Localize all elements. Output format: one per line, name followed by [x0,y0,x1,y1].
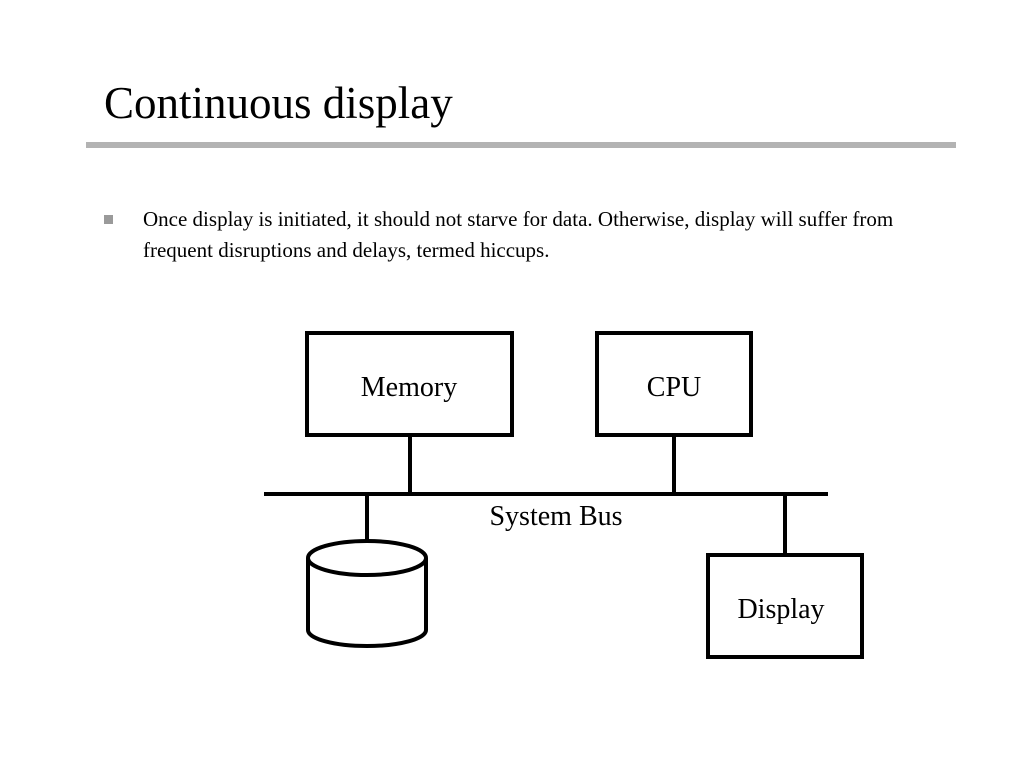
memory-label: Memory [361,372,457,403]
disk-cylinder-icon [306,539,428,648]
system-bus-label: System Bus [489,501,622,532]
display-box [706,553,864,659]
bullet-item: Once display is initiated, it should not… [104,204,964,266]
display-label: Display [737,594,824,625]
slide-title: Continuous display [104,78,453,128]
bullet-text: Once display is initiated, it should not… [143,207,894,262]
square-bullet-icon [104,215,113,224]
cpu-label: CPU [647,372,701,403]
title-rule [86,142,956,148]
bullet-list: Once display is initiated, it should not… [104,204,964,266]
